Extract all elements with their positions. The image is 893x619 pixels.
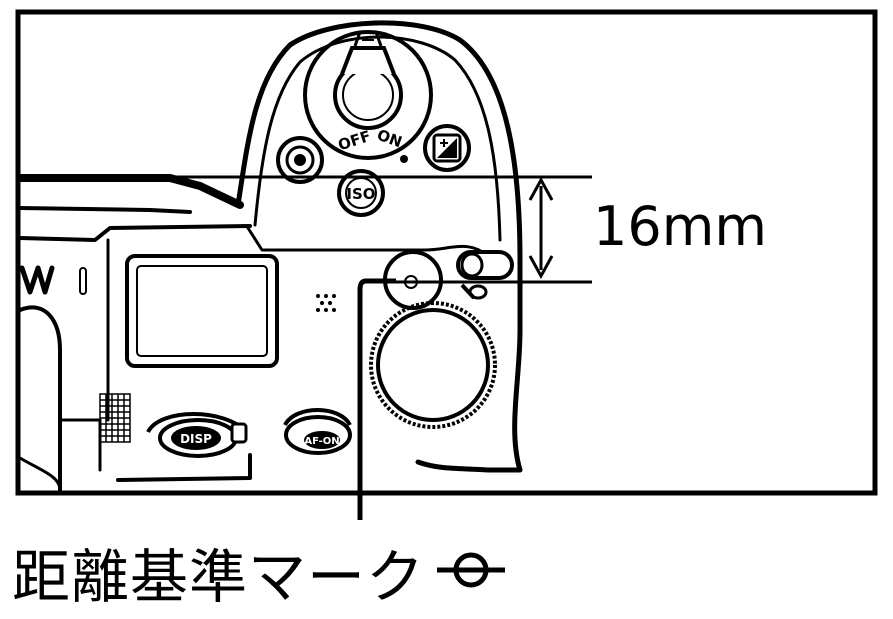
camera-body — [16, 20, 523, 492]
af-on-button-label: AF-ON — [304, 436, 339, 447]
grip-texture — [99, 393, 131, 443]
figure-frame — [15, 9, 878, 496]
speaker-holes — [316, 294, 336, 312]
focal-plane-mark-icon — [431, 550, 511, 594]
main-command-dial — [369, 301, 497, 429]
top-display — [125, 254, 279, 368]
dimension-arrow-down — [528, 255, 554, 280]
caption-text: 距離基準マーク — [12, 543, 426, 611]
iso-button-label: ISO — [346, 185, 375, 203]
power-switch-dial — [303, 30, 433, 163]
dimension-label: 16mm — [593, 195, 767, 258]
strap-eyelet — [456, 250, 514, 300]
record-button[interactable] — [276, 136, 324, 184]
exposure-compensation-button[interactable] — [423, 124, 471, 172]
caption: 距離基準マーク — [12, 532, 511, 612]
dimension-arrow-up — [528, 176, 554, 201]
dimension-annotation — [170, 175, 592, 284]
disp-button-label: DISP — [180, 432, 212, 446]
leader-line — [357, 278, 396, 520]
dial-off-label: OFF — [336, 127, 373, 154]
af-on-button[interactable]: AF-ON — [283, 408, 352, 455]
iso-button[interactable]: ISO — [337, 169, 385, 217]
disp-dial[interactable]: DISP — [146, 412, 248, 458]
focal-plane-mark — [401, 275, 421, 289]
